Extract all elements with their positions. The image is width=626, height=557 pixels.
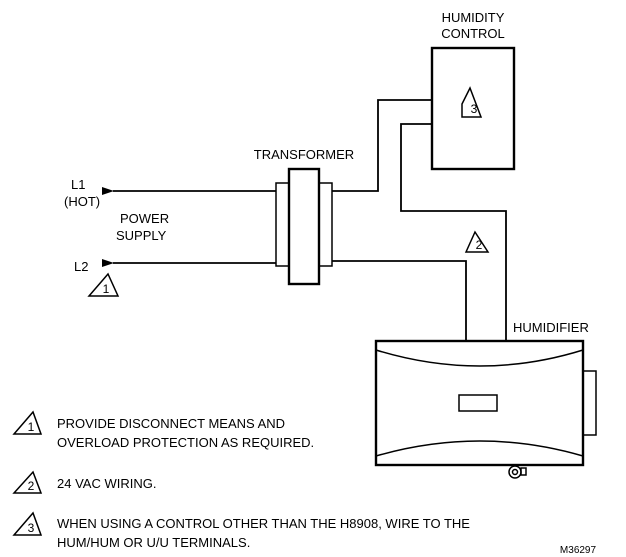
humidity-control: HUMIDITY CONTROL 3 [430, 10, 516, 171]
l1-label: L1 [71, 177, 85, 192]
note-3: 3 WHEN USING A CONTROL OTHER THAN THE H8… [12, 511, 470, 550]
note-marker-1-on-power: 1 [87, 272, 120, 297]
note-marker-2-on-wire: 2 [464, 230, 490, 253]
note-1-marker-number: 1 [28, 420, 35, 434]
transformer-core [287, 167, 321, 286]
note-marker-3-on-control: 3 [461, 86, 483, 118]
humidifier-side-panel [582, 370, 597, 436]
note-3-marker-icon [12, 511, 43, 536]
l2-label: L2 [74, 259, 88, 274]
humidifier-label: HUMIDIFIER [513, 320, 589, 335]
l1-hot-label: (HOT) [64, 194, 100, 209]
humidity-control-label-line1: HUMIDITY [442, 10, 505, 25]
marker-3-label: 3 [471, 102, 478, 116]
humidifier-top-curve [375, 349, 584, 367]
note-3-line1: WHEN USING A CONTROL OTHER THAN THE H890… [57, 516, 470, 531]
note-1: 1 PROVIDE DISCONNECT MEANS AND OVERLOAD … [12, 410, 314, 450]
notes-legend: 1 PROVIDE DISCONNECT MEANS AND OVERLOAD … [12, 410, 470, 550]
note-2-marker-icon [12, 470, 43, 494]
humidifier-window [458, 394, 498, 412]
control-supply-wire [332, 99, 432, 192]
power-supply-labels: L1 (HOT) POWER SUPPLY L2 1 [64, 177, 169, 297]
figure-id: M36297 [560, 545, 597, 556]
drain-valve-icon [508, 465, 527, 479]
wiring [102, 99, 507, 341]
note-1-line1: PROVIDE DISCONNECT MEANS AND [57, 416, 285, 431]
transformer-primary-flange [275, 182, 290, 267]
supply-label: SUPPLY [116, 228, 167, 243]
note-3-line2: HUM/HUM OR U/U TERMINALS. [57, 535, 250, 550]
marker-1-label: 1 [103, 282, 110, 296]
transformer-to-humidifier-wire [332, 260, 467, 341]
power-label: POWER [120, 211, 169, 226]
humidity-control-box [430, 46, 516, 171]
humidifier-body [374, 339, 585, 467]
note-1-line2: OVERLOAD PROTECTION AS REQUIRED. [57, 435, 314, 450]
marker-2-label: 2 [476, 238, 483, 252]
note-3-marker-number: 3 [28, 521, 35, 535]
transformer: TRANSFORMER [254, 147, 354, 286]
humidifier: HUMIDIFIER [374, 320, 597, 479]
transformer-secondary-flange [318, 182, 333, 267]
note-2-marker-number: 2 [28, 479, 35, 493]
note-2-line1: 24 VAC WIRING. [57, 476, 156, 491]
humidifier-bottom-curve [375, 440, 584, 457]
transformer-label: TRANSFORMER [254, 147, 354, 162]
note-1-marker-icon [12, 410, 43, 435]
humidity-control-label-line2: CONTROL [441, 26, 505, 41]
note-2: 2 24 VAC WIRING. [12, 470, 156, 494]
control-to-humidifier-wire [400, 123, 507, 341]
